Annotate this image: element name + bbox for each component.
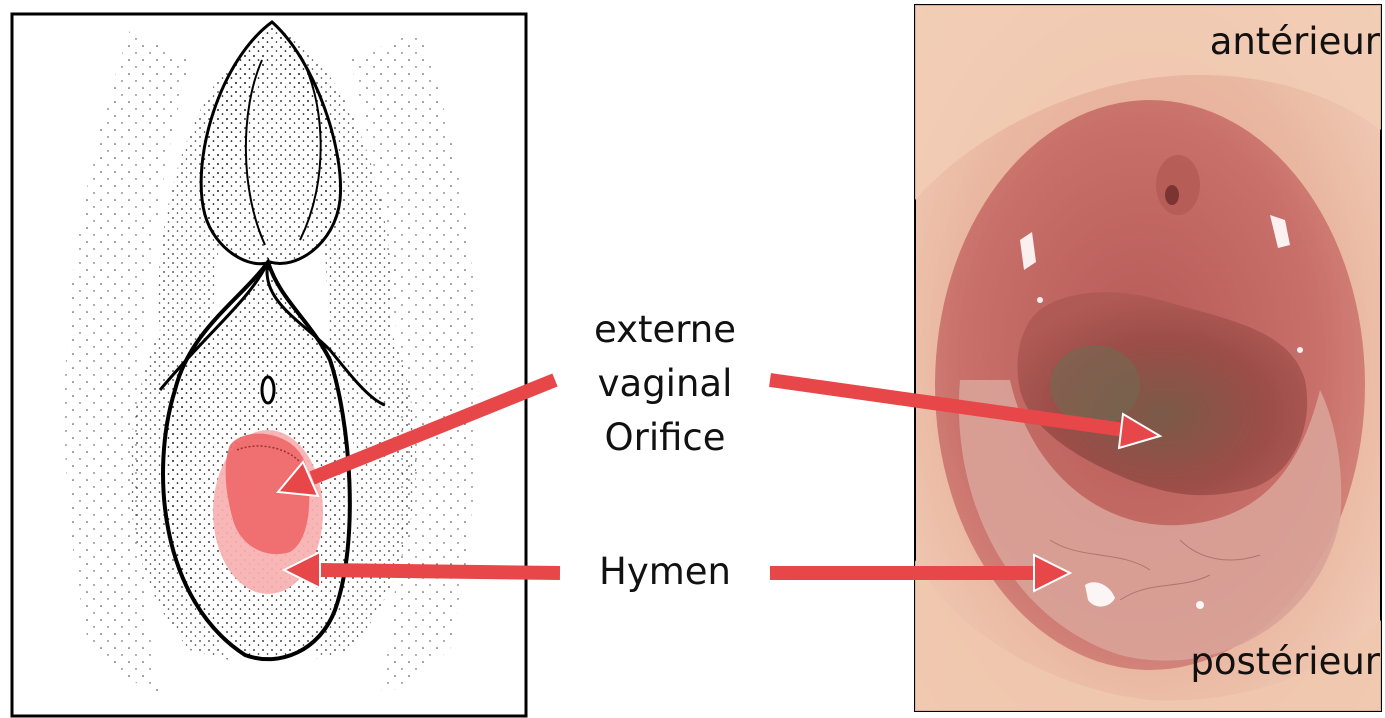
left-drawing-panel	[12, 14, 526, 716]
label-posterior: postérieur	[1150, 635, 1380, 689]
label-orifice-line3: Orifice	[560, 411, 770, 465]
vulva-illustration	[65, 22, 479, 700]
right-photo-panel	[915, 5, 1381, 711]
label-anterior: antérieur	[1150, 15, 1380, 69]
label-hymen: Hymen	[565, 545, 765, 599]
label-orifice-line1: externe	[560, 303, 770, 357]
label-orifice-line2: vaginal	[560, 357, 770, 411]
urethral-opening	[262, 377, 274, 403]
